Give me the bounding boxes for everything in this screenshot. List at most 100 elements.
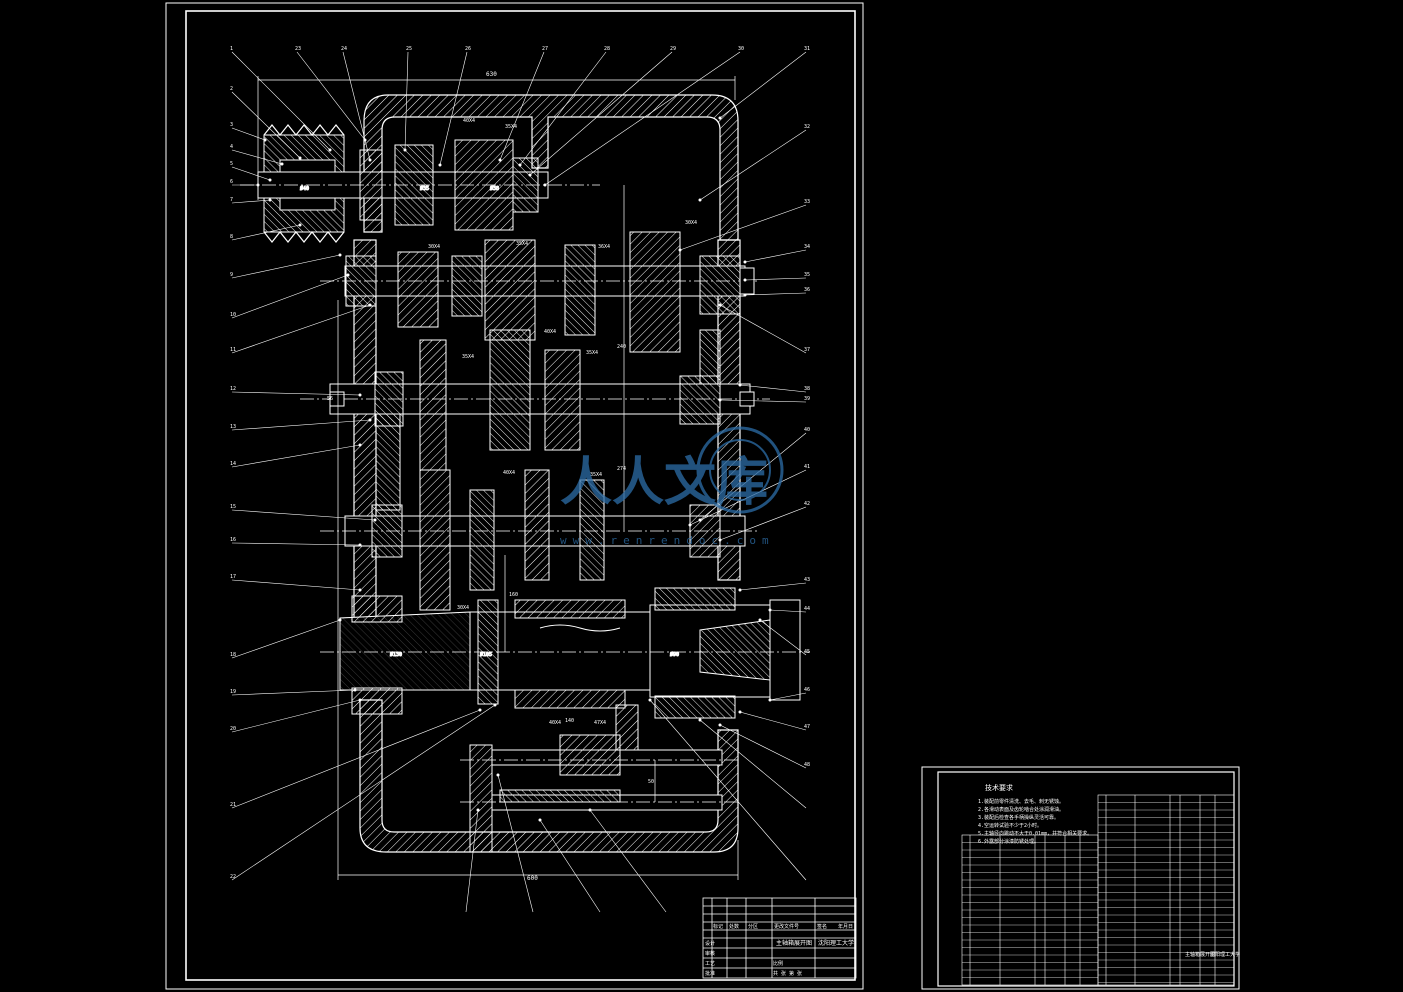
tb-label-6: 年月日 [838, 923, 853, 930]
balloon-label: 27 [542, 46, 548, 52]
balloon-label: 31 [804, 46, 810, 52]
bom-school: 沈阳理工大学 [1210, 951, 1240, 958]
leader-dot [358, 393, 362, 397]
balloon-label: 29 [670, 46, 676, 52]
svg-text:Ø130: Ø130 [390, 651, 402, 658]
balloon-label: 35 [804, 272, 810, 278]
balloon-label: 14 [230, 461, 236, 467]
shaft-iii-assembly [300, 329, 770, 471]
dim-shaft-4b: 35X4 [590, 472, 602, 478]
balloon-label: 36 [804, 287, 810, 293]
tb-scale: 比例 [773, 960, 783, 967]
balloon-label: 38 [804, 386, 810, 392]
leader-line [231, 166, 271, 181]
tb-label-4: 更改文件号 [774, 923, 799, 930]
dim-274: 274 [617, 466, 626, 472]
leader-line [719, 304, 807, 354]
balloon-label: 44 [804, 606, 810, 612]
leader-dot [353, 688, 357, 692]
tech-requirement-item: 2.各滑动表面及齿轮啮合处涂润滑油。 [978, 806, 1064, 813]
tb-school: 沈阳理工大学 [818, 939, 854, 947]
leader-dot [280, 162, 284, 166]
dimension-lines [257, 76, 739, 880]
leader-line [231, 509, 376, 521]
leader-dot [738, 588, 742, 592]
dim-shaft-3a: 35X4 [462, 354, 474, 360]
leader-dot [688, 523, 692, 527]
shaft-ii-assembly [320, 231, 760, 353]
leader-dot [368, 158, 372, 162]
leader-line [519, 51, 607, 166]
leader-line [231, 274, 349, 319]
title-block [702, 897, 857, 979]
balloon-label: 7 [230, 197, 233, 203]
balloon-label: 24 [341, 46, 347, 52]
leader-line [719, 724, 807, 769]
leader-line [769, 692, 807, 701]
leader-dot [496, 773, 500, 777]
leader-line [231, 224, 301, 241]
tb-role-2: 审核 [705, 950, 715, 957]
lower-shaft-assembly [460, 734, 740, 811]
svg-text:Ø35: Ø35 [420, 185, 429, 192]
leader-dot [256, 183, 260, 187]
leader-dot [358, 443, 362, 447]
leader-dot [373, 518, 377, 522]
balloon-label: 13 [230, 424, 236, 430]
leader-line [719, 506, 807, 541]
balloon-label: 5 [230, 161, 233, 167]
balloon-label: 40 [804, 427, 810, 433]
leader-line [465, 809, 479, 913]
leader-dot [743, 278, 747, 282]
tb-role-3: 工艺 [705, 961, 715, 967]
leader-line [719, 51, 807, 119]
leader-line [231, 127, 266, 141]
balloon-label: 39 [804, 396, 810, 402]
leader-dot [298, 156, 302, 160]
leader-line [231, 199, 271, 204]
svg-text:Ø105: Ø105 [480, 651, 492, 658]
leader-line [231, 542, 361, 546]
leader-dot [758, 618, 762, 622]
dim-240: 240 [617, 344, 626, 350]
balloon-label: 45 [804, 649, 810, 655]
balloon-label: 11 [230, 347, 236, 353]
balloon-label: 1 [230, 46, 233, 52]
leader-dot [538, 818, 542, 822]
leader-line [231, 579, 361, 591]
leader-dot [768, 608, 772, 612]
leader-line [231, 709, 481, 809]
dim-shaft-1b: 35X4 [505, 124, 517, 130]
leader-dot [438, 163, 442, 167]
dim-shaft-3c: 35X4 [586, 350, 598, 356]
leader-dot [268, 178, 272, 182]
leader-line [231, 304, 371, 354]
dim-overall-width: 630 [486, 71, 497, 78]
leader-line [649, 699, 807, 881]
leader-lines [231, 51, 807, 913]
balloon-label: 10 [230, 312, 236, 318]
svg-text:Ø38: Ø38 [490, 185, 499, 192]
balloon-label: 37 [804, 347, 810, 353]
leader-dot [678, 248, 682, 252]
leader-line [231, 391, 361, 396]
balloon-label: 2 [230, 86, 233, 92]
leader-dot [338, 253, 342, 257]
balloon-label: 15 [230, 504, 236, 510]
balloon-label: 32 [804, 124, 810, 130]
dim-shaft-2c: 36X4 [598, 244, 610, 250]
spindle-assembly: Ø130 Ø105 Ø90 [320, 587, 810, 719]
leader-line [529, 51, 673, 176]
leader-dot [543, 183, 547, 187]
leader-line [231, 689, 356, 696]
leader-dot [358, 588, 362, 592]
leader-line [759, 619, 807, 656]
leader-line [719, 399, 807, 403]
leader-line [231, 91, 301, 159]
leader-dot [403, 148, 407, 152]
balloon-label: 23 [295, 46, 301, 52]
leader-dot [718, 116, 722, 120]
leader-dot [368, 303, 372, 307]
balloon-label: 25 [406, 46, 412, 52]
tech-requirement-item: 3.装配后检查各手柄操纵灵活可靠。 [978, 814, 1059, 821]
